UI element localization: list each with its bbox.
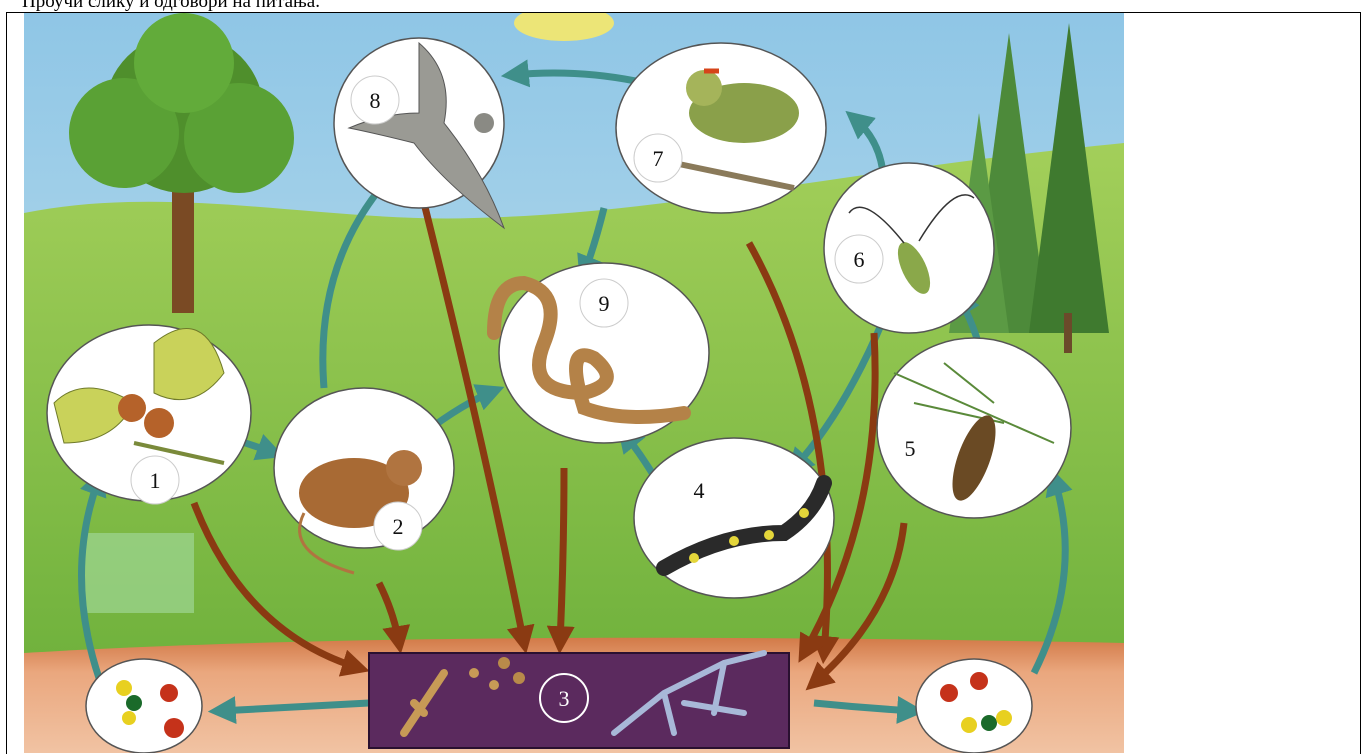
label-2: 2 <box>393 514 404 539</box>
label-3: 3 <box>559 686 570 711</box>
label-4: 4 <box>694 478 705 503</box>
label-5: 5 <box>905 436 916 461</box>
instruction-text: Проучи слику и одговори на питања. <box>22 0 320 12</box>
label-7: 7 <box>653 146 664 171</box>
label-9: 9 <box>599 291 610 316</box>
label-6: 6 <box>854 247 865 272</box>
label-1: 1 <box>150 468 161 493</box>
food-web-illustration: 1 2 3 4 5 6 7 8 9 <box>24 13 1124 753</box>
label-8: 8 <box>370 88 381 113</box>
decomposers-box <box>369 653 789 748</box>
